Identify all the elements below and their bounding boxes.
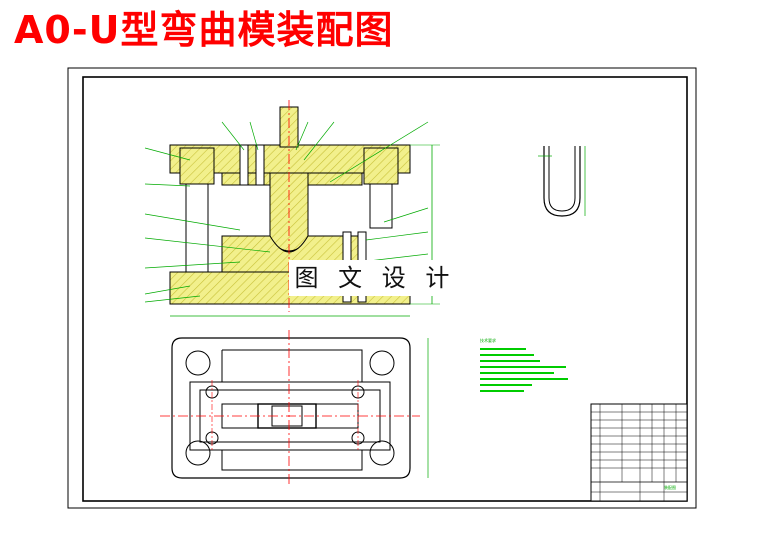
- note-line-4: [480, 366, 566, 368]
- sheet-outer-border: [67, 67, 697, 509]
- plan-inner-outline: [189, 381, 391, 451]
- title-block-label: 装配图: [664, 484, 676, 490]
- lower-plate-plan-outline: [171, 337, 411, 479]
- front-section-view: [144, 100, 440, 317]
- leader-13: [383, 207, 429, 223]
- note-line-7: [480, 384, 532, 386]
- notes-title: 技术要求: [480, 337, 496, 343]
- guide-hole-bottom-right: [369, 440, 395, 466]
- leader-10: [295, 121, 309, 151]
- upper-bolt-left: [239, 144, 249, 186]
- technical-notes: 技术要求: [480, 337, 568, 392]
- top-plan-view: [160, 330, 429, 486]
- leader-8: [221, 121, 245, 151]
- right-guide-bush: [363, 147, 399, 185]
- leader-4: [144, 237, 271, 253]
- leader-9: [249, 121, 259, 151]
- plan-waist: [221, 349, 363, 471]
- note-line-5: [480, 372, 554, 374]
- leader-7: [144, 295, 201, 303]
- guide-hole-top-right: [369, 350, 395, 376]
- note-line-2: [480, 354, 534, 356]
- drawing-title: A0-U型弯曲模装配图: [14, 8, 394, 52]
- left-guide-bush: [179, 147, 215, 185]
- leader-6: [144, 285, 191, 295]
- guide-hole-bottom-left: [185, 440, 211, 466]
- leader-14: [365, 231, 429, 241]
- leader-5: [144, 261, 241, 269]
- leader-1: [144, 147, 191, 161]
- leader-12: [329, 121, 429, 183]
- leader-2: [144, 183, 191, 187]
- leader-11: [303, 121, 335, 161]
- part-u-bend-view: [538, 146, 586, 217]
- guide-hole-top-left: [185, 350, 211, 376]
- watermark-text: 图 文 设 计: [289, 260, 461, 296]
- upper-bolt-right: [255, 144, 265, 186]
- title-block: 装配图: [590, 403, 688, 502]
- note-line-3: [480, 360, 540, 362]
- sheet-inner-border: [82, 76, 688, 502]
- u-bend-part-inner: [548, 146, 576, 212]
- u-bend-part-outline: [543, 146, 581, 217]
- leader-3: [144, 213, 241, 231]
- note-line-1: [480, 348, 526, 350]
- note-line-8: [480, 390, 524, 392]
- note-line-6: [480, 378, 568, 380]
